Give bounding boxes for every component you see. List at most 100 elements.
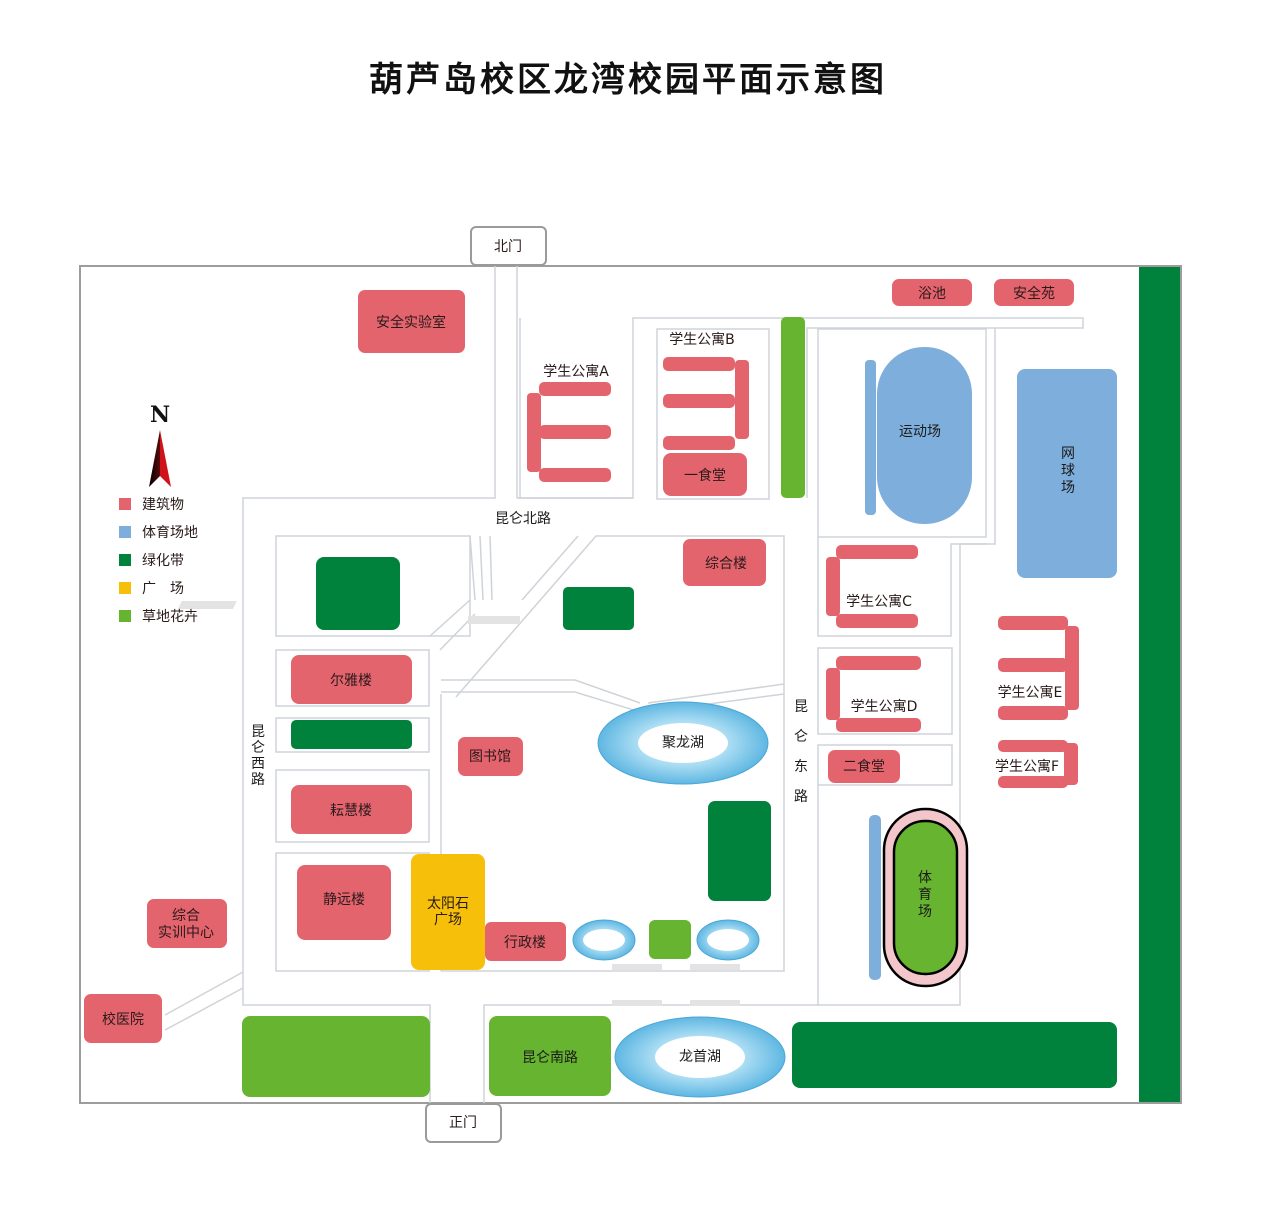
building-label: 浴池 (918, 286, 946, 302)
road-label-east: 昆 仑 东 路 (794, 699, 808, 805)
campus-boundary (79, 265, 1182, 1104)
building-library[interactable]: 图书馆 (458, 737, 523, 776)
building-label: 图书馆 (469, 749, 511, 765)
greenbelt-center-east (708, 801, 771, 901)
stadium[interactable]: 体 育 场 (869, 807, 969, 988)
building-safety-lab[interactable]: 安全实验室 (358, 290, 465, 353)
building-label: 二食堂 (843, 758, 885, 775)
svg-text:广场: 广场 (434, 912, 462, 928)
building-label: 行政楼 (504, 935, 546, 951)
legend-swatch-greenbelt (119, 554, 131, 566)
building-label: 安全实验室 (376, 314, 446, 331)
building-complex[interactable]: 综合楼 (683, 539, 766, 586)
north-letter: N (150, 402, 170, 428)
legend-item: 建筑物 (119, 497, 184, 513)
building-label: 耘慧楼 (330, 803, 372, 819)
svg-text:球: 球 (1061, 463, 1075, 479)
building-label: 学生公寓C (846, 593, 912, 610)
building-anquan-yuan[interactable]: 安全苑 (994, 279, 1074, 306)
building-hospital[interactable]: 校医院 (84, 994, 162, 1043)
legend-label: 绿化带 (142, 553, 184, 569)
dorm-a[interactable]: 学生公寓A (527, 363, 611, 482)
building-label: 校医院 (102, 1011, 144, 1028)
svg-text:实训中心: 实训中心 (158, 925, 214, 941)
svg-text:场: 场 (918, 904, 932, 920)
lake-longshou[interactable]: 龙首湖 (614, 1016, 786, 1098)
building-training-center[interactable]: 综合 实训中心 (147, 899, 227, 948)
canteen-1[interactable]: 一食堂 (663, 453, 747, 496)
svg-text:育: 育 (918, 887, 932, 903)
canteen-2[interactable]: 二食堂 (828, 750, 900, 783)
svg-text:东: 东 (794, 759, 808, 775)
north-gate-label: 北门 (494, 239, 522, 255)
tennis-court[interactable]: 网 球 场 (1017, 369, 1117, 578)
greenbelt-center-north (563, 587, 634, 630)
dorm-e[interactable]: 学生公寓E (996, 616, 1079, 720)
svg-text:路: 路 (251, 772, 265, 788)
svg-text:综合: 综合 (172, 908, 200, 924)
building-erya[interactable]: 尔雅楼 (291, 655, 412, 704)
grass-patch-center (649, 920, 691, 959)
page-title: 葫芦岛校区龙湾校园平面示意图 (369, 60, 887, 100)
pond-west (572, 919, 636, 961)
svg-text:仑: 仑 (251, 740, 265, 756)
road-label-north: 昆仑北路 (495, 511, 551, 527)
legend-item: 体育场地 (119, 525, 198, 541)
dorm-f[interactable]: 学生公寓F (993, 740, 1078, 788)
legend-item: 草地花卉 (119, 609, 198, 625)
building-yunhui[interactable]: 耘慧楼 (291, 785, 412, 834)
greenbelt-east (1139, 267, 1180, 1102)
grass-kunlun-south[interactable]: 昆仑南路 (489, 1016, 611, 1096)
lake-label: 聚龙湖 (662, 735, 704, 751)
legend: 建筑物 体育场地 绿化带 广 场 草地花卉 (119, 497, 198, 625)
legend-swatch-sports (119, 526, 131, 538)
main-gate[interactable]: 正门 (425, 1103, 502, 1143)
building-label: 综合楼 (705, 556, 747, 572)
road-network (164, 266, 1084, 1103)
greenbelt-south-east (792, 1022, 1117, 1088)
dorm-c[interactable]: 学生公寓C (826, 545, 918, 628)
compass: N (149, 402, 171, 487)
building-label: 学生公寓A (543, 363, 609, 380)
legend-label: 体育场地 (142, 525, 198, 541)
legend-item: 广 场 (119, 581, 184, 597)
legend-swatch-building (119, 498, 131, 510)
svg-text:路: 路 (794, 789, 808, 805)
building-label: 安全苑 (1013, 285, 1055, 302)
building-admin[interactable]: 行政楼 (485, 922, 566, 961)
svg-text:网: 网 (1061, 446, 1075, 462)
svg-text:体: 体 (918, 870, 932, 886)
building-label: 学生公寓B (669, 331, 735, 348)
greenbelt-nw (316, 557, 400, 630)
dorm-b[interactable]: 学生公寓B (663, 331, 749, 450)
building-label: 学生公寓E (998, 684, 1063, 701)
dorm-d[interactable]: 学生公寓D (826, 656, 921, 732)
building-bath[interactable]: 浴池 (892, 279, 972, 306)
legend-swatch-grass (119, 610, 131, 622)
road-label-west: 昆 仑 西 路 (251, 724, 265, 788)
greenbelt-west-strip (291, 720, 412, 749)
svg-text:场: 场 (1061, 480, 1075, 496)
building-label: 一食堂 (684, 467, 726, 484)
pond-east (696, 919, 760, 961)
plaza-taiyangshi[interactable]: 太阳石 广场 (411, 854, 485, 970)
legend-label: 建筑物 (142, 497, 184, 513)
svg-text:西: 西 (251, 756, 265, 772)
lake-label: 龙首湖 (679, 1049, 721, 1065)
building-label: 尔雅楼 (330, 673, 372, 689)
building-jingyuan[interactable]: 静远楼 (297, 865, 391, 940)
road-label-south: 昆仑南路 (522, 1050, 578, 1066)
north-arrow-icon (149, 430, 171, 487)
main-gate-label: 正门 (449, 1115, 477, 1131)
lake-julong[interactable]: 聚龙湖 (597, 701, 769, 785)
legend-label: 广 场 (142, 581, 184, 597)
svg-text:太阳石: 太阳石 (427, 896, 469, 912)
svg-text:昆: 昆 (251, 724, 265, 740)
svg-text:昆: 昆 (794, 699, 808, 715)
grass-strip-north (781, 317, 805, 498)
grass-south-west (242, 1016, 430, 1097)
north-gate[interactable]: 北门 (470, 226, 547, 266)
legend-swatch-plaza (119, 582, 131, 594)
sports-label: 运动场 (899, 424, 941, 440)
sports-field[interactable]: 运动场 (865, 347, 972, 524)
